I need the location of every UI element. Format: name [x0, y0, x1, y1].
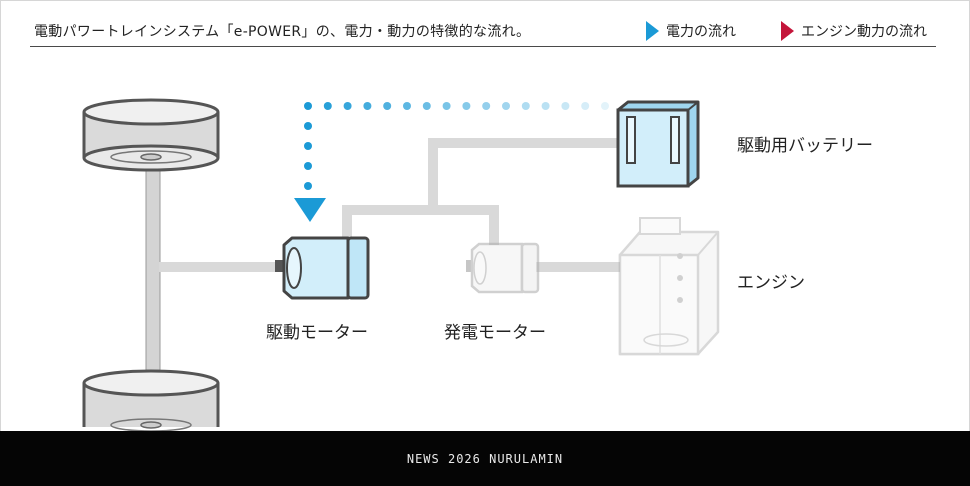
flow-dot — [541, 102, 550, 110]
generator-motor-label: 発電モーター — [444, 323, 546, 343]
generator-riser — [489, 205, 499, 245]
flow-dot — [521, 102, 530, 110]
flow-dot — [304, 142, 312, 150]
drive-motor-riser — [342, 205, 352, 243]
legend-electric-label: 電力の流れ — [666, 24, 736, 40]
battery-riser — [428, 138, 438, 210]
engine-label: エンジン — [737, 273, 805, 293]
battery-label: 駆動用バッテリー — [737, 136, 873, 156]
drive-motor-label: 駆動モーター — [266, 323, 368, 343]
axle-shaft — [145, 149, 161, 371]
flow-dot — [363, 102, 372, 110]
flow-dot — [462, 102, 471, 110]
drive-connections — [145, 149, 161, 371]
electric-flow-path — [304, 102, 609, 190]
motor-bus-link — [342, 205, 499, 215]
legend-electric-flow: 電力の流れ — [646, 21, 736, 41]
flow-dot — [304, 102, 312, 110]
electric-flow-arrow — [294, 198, 326, 222]
flow-dot — [383, 102, 392, 110]
generator-to-engine-link — [536, 262, 620, 272]
flow-dot — [304, 162, 312, 170]
flow-dot — [323, 102, 332, 110]
flow-dot — [403, 102, 411, 110]
top-wheel — [82, 98, 220, 172]
axle-to-drive-motor-link — [159, 262, 279, 272]
battery-link — [428, 138, 618, 148]
footer-bar: NEWS 2026 NURULAMIN — [0, 431, 970, 486]
legend-engine-flow: エンジン動力の流れ — [781, 21, 927, 41]
engine — [618, 217, 720, 356]
diagram-title: 電動パワートレインシステム「e-POWER」の、電力・動力の特徴的な流れ。 — [34, 24, 531, 40]
flow-dot — [482, 102, 491, 110]
gray-link-pipes — [159, 138, 620, 272]
powertrain-diagram — [82, 98, 720, 431]
flow-dot — [304, 182, 312, 190]
red-triangle-icon — [781, 21, 794, 41]
drive-motor — [275, 236, 370, 300]
flow-dot — [561, 102, 570, 110]
diagram-frame — [0, 0, 970, 431]
flow-dot — [304, 122, 312, 130]
legend-engine-label: エンジン動力の流れ — [801, 24, 927, 40]
footer-text: NEWS 2026 NURULAMIN — [406, 451, 564, 466]
flow-dot — [442, 102, 451, 110]
flow-dot — [422, 102, 431, 110]
generator-motor — [466, 242, 540, 294]
flow-dot — [343, 102, 352, 110]
bottom-wheel — [82, 369, 220, 431]
flow-dot — [601, 102, 609, 110]
blue-triangle-icon — [646, 21, 659, 41]
drive-battery — [616, 100, 700, 188]
flow-dot — [502, 102, 510, 110]
flow-dot — [581, 102, 590, 110]
header-divider — [30, 46, 936, 47]
